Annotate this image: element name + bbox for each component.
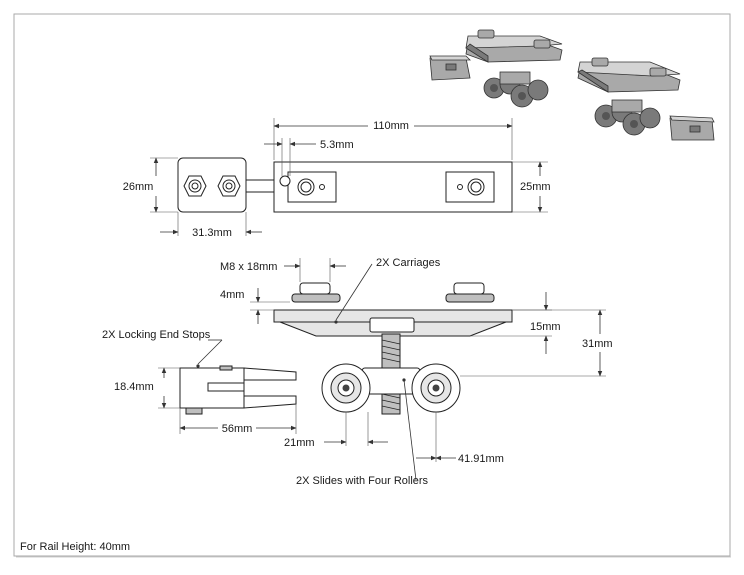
dim-4mm: 4mm — [220, 289, 244, 301]
roller-right — [411, 363, 461, 413]
dim-15mm: 15mm — [530, 321, 561, 333]
dim-18-4mm: 18.4mm — [114, 381, 154, 393]
rail-height-note: For Rail Height: 40mm — [20, 541, 130, 553]
hex-nut-1 — [183, 175, 207, 197]
dim-110mm: 110mm — [373, 120, 409, 132]
iso-assembly-right — [577, 57, 715, 141]
dim-41-91mm: 41.91mm — [458, 453, 504, 465]
hex-nut-2 — [217, 175, 241, 197]
sheet-border — [13, 13, 731, 557]
dim-21mm: 21mm — [284, 437, 315, 449]
side-view-dimensions: M8 x 18mm 4mm 15mm 31mm 18.4mm 56mm 21mm — [114, 258, 613, 465]
dim-5-3mm: 5.3mm — [320, 139, 354, 151]
top-view — [177, 157, 513, 213]
dim-m8-bolt: M8 x 18mm — [220, 261, 277, 273]
side-view — [179, 282, 513, 415]
dim-31-3mm: 31.3mm — [192, 227, 232, 239]
iso-assembly-left — [429, 29, 563, 108]
label-slides: 2X Slides with Four Rollers — [296, 475, 429, 487]
roller-left — [321, 363, 371, 413]
dim-56mm: 56mm — [222, 423, 253, 435]
dim-26mm: 26mm — [123, 181, 154, 193]
dim-31mm: 31mm — [582, 338, 613, 350]
label-carriages: 2X Carriages — [376, 257, 441, 269]
leaders — [196, 263, 417, 481]
dim-25mm: 25mm — [520, 181, 551, 193]
label-end-stops: 2X Locking End Stops — [102, 329, 211, 341]
top-view-dimensions: 110mm 5.3mm 26mm 25mm 31.3mm — [123, 118, 551, 239]
